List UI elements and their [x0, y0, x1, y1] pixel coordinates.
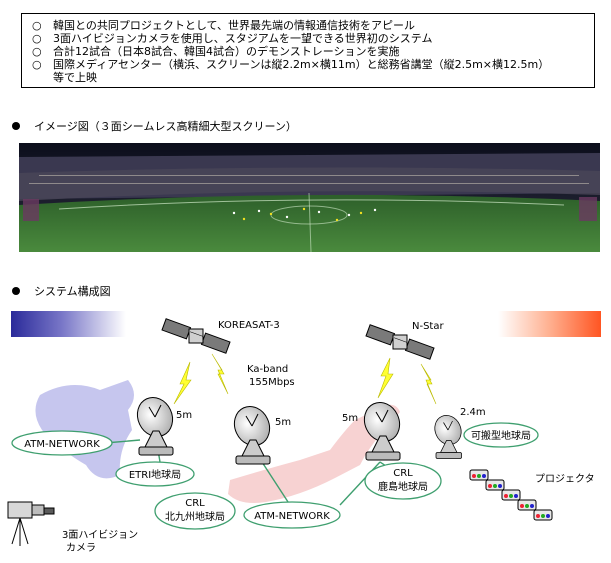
etri-dish-size: 5m — [176, 410, 192, 421]
kitakyushu-dish-size: 5m — [275, 417, 291, 428]
bullet-circle-icon: ○ — [32, 58, 53, 71]
koreasat-label: KOREASAT-3 — [218, 320, 280, 331]
korea-landmass — [35, 380, 134, 478]
summary-item: ○国際メディアセンター（横浜、スクリーンは縦2.2m×横11m）と総務省講堂（縦… — [32, 58, 549, 71]
summary-item: ○合計12試合（日本8試合、韓国4試合）のデモンストレーションを実施 — [32, 45, 400, 58]
summary-item-text: 3面ハイビジョンカメラを使用し、スタジアムを一望できる世界初のシステム — [53, 32, 432, 45]
rate-label: 155Mbps — [249, 377, 295, 388]
bullet-circle-icon: ○ — [32, 32, 53, 45]
crl-kashima-label-2: 鹿島地球局 — [378, 480, 428, 493]
nstar-label: N-Star — [412, 321, 444, 332]
portable-dish-size: 2.4m — [460, 407, 486, 418]
system-diagram: KOREASAT-3 N-Star Ka-band 155Mbps 5m 5m … — [0, 300, 611, 563]
image-section-title: イメージ図（３面シームレス高精細大型スクリーン） — [34, 120, 297, 133]
summary-item: ○韓国との共同プロジェクトとして、世界最先端の情報通信技術をアピール — [32, 19, 415, 32]
summary-box: ○韓国との共同プロジェクトとして、世界最先端の情報通信技術をアピール ○3面ハイ… — [21, 13, 595, 88]
summary-item-text: 韓国との共同プロジェクトとして、世界最先端の情報通信技術をアピール — [53, 19, 415, 32]
summary-item-text: 国際メディアセンター（横浜、スクリーンは縦2.2m×横11m）と総務省講堂（縦2… — [53, 58, 549, 71]
kitakyushu-dish-icon — [228, 401, 276, 464]
portable-label: 可搬型地球局 — [471, 429, 531, 442]
kashima-dish-size: 5m — [342, 413, 358, 424]
summary-item-text: 合計12試合（日本8試合、韓国4試合）のデモンストレーションを実施 — [53, 45, 400, 58]
bullet-circle-icon: ○ — [32, 45, 53, 58]
bullet-circle-icon: ○ — [32, 19, 53, 32]
atm-center-label: ATM-NETWORK — [254, 511, 330, 522]
stadium-panorama-image — [19, 143, 600, 252]
korea-color-bar — [11, 311, 126, 337]
band-label: Ka-band — [247, 364, 288, 375]
atm-left-label: ATM-NETWORK — [24, 439, 100, 450]
crl-kyushu-label-2: 北九州地球局 — [165, 510, 225, 523]
japan-color-bar — [498, 311, 601, 337]
summary-item-continuation: 等で上映 — [53, 71, 97, 84]
camera-icon — [8, 502, 54, 546]
crl-kashima-label-1: CRL — [393, 468, 413, 479]
system-section-title: システム構成図 — [34, 285, 111, 298]
bullet-dot-icon — [12, 287, 20, 295]
bullet-dot-icon — [12, 122, 20, 130]
crl-kyushu-label-1: CRL — [185, 498, 205, 509]
etri-dish-icon — [131, 392, 179, 455]
system-section-heading: システム構成図 — [12, 285, 111, 298]
summary-item: ○3面ハイビジョンカメラを使用し、スタジアムを一望できる世界初のシステム — [32, 32, 432, 45]
camera-label-1: 3面ハイビジョン — [62, 529, 138, 541]
etri-label: ETRI地球局 — [129, 468, 181, 481]
image-section-heading: イメージ図（３面シームレス高精細大型スクリーン） — [12, 120, 297, 133]
signal-bolt-icons — [174, 354, 436, 404]
camera-label-2: カメラ — [66, 542, 96, 554]
projector-label: プロジェクタ — [535, 473, 595, 485]
portable-dish-icon — [430, 411, 466, 458]
